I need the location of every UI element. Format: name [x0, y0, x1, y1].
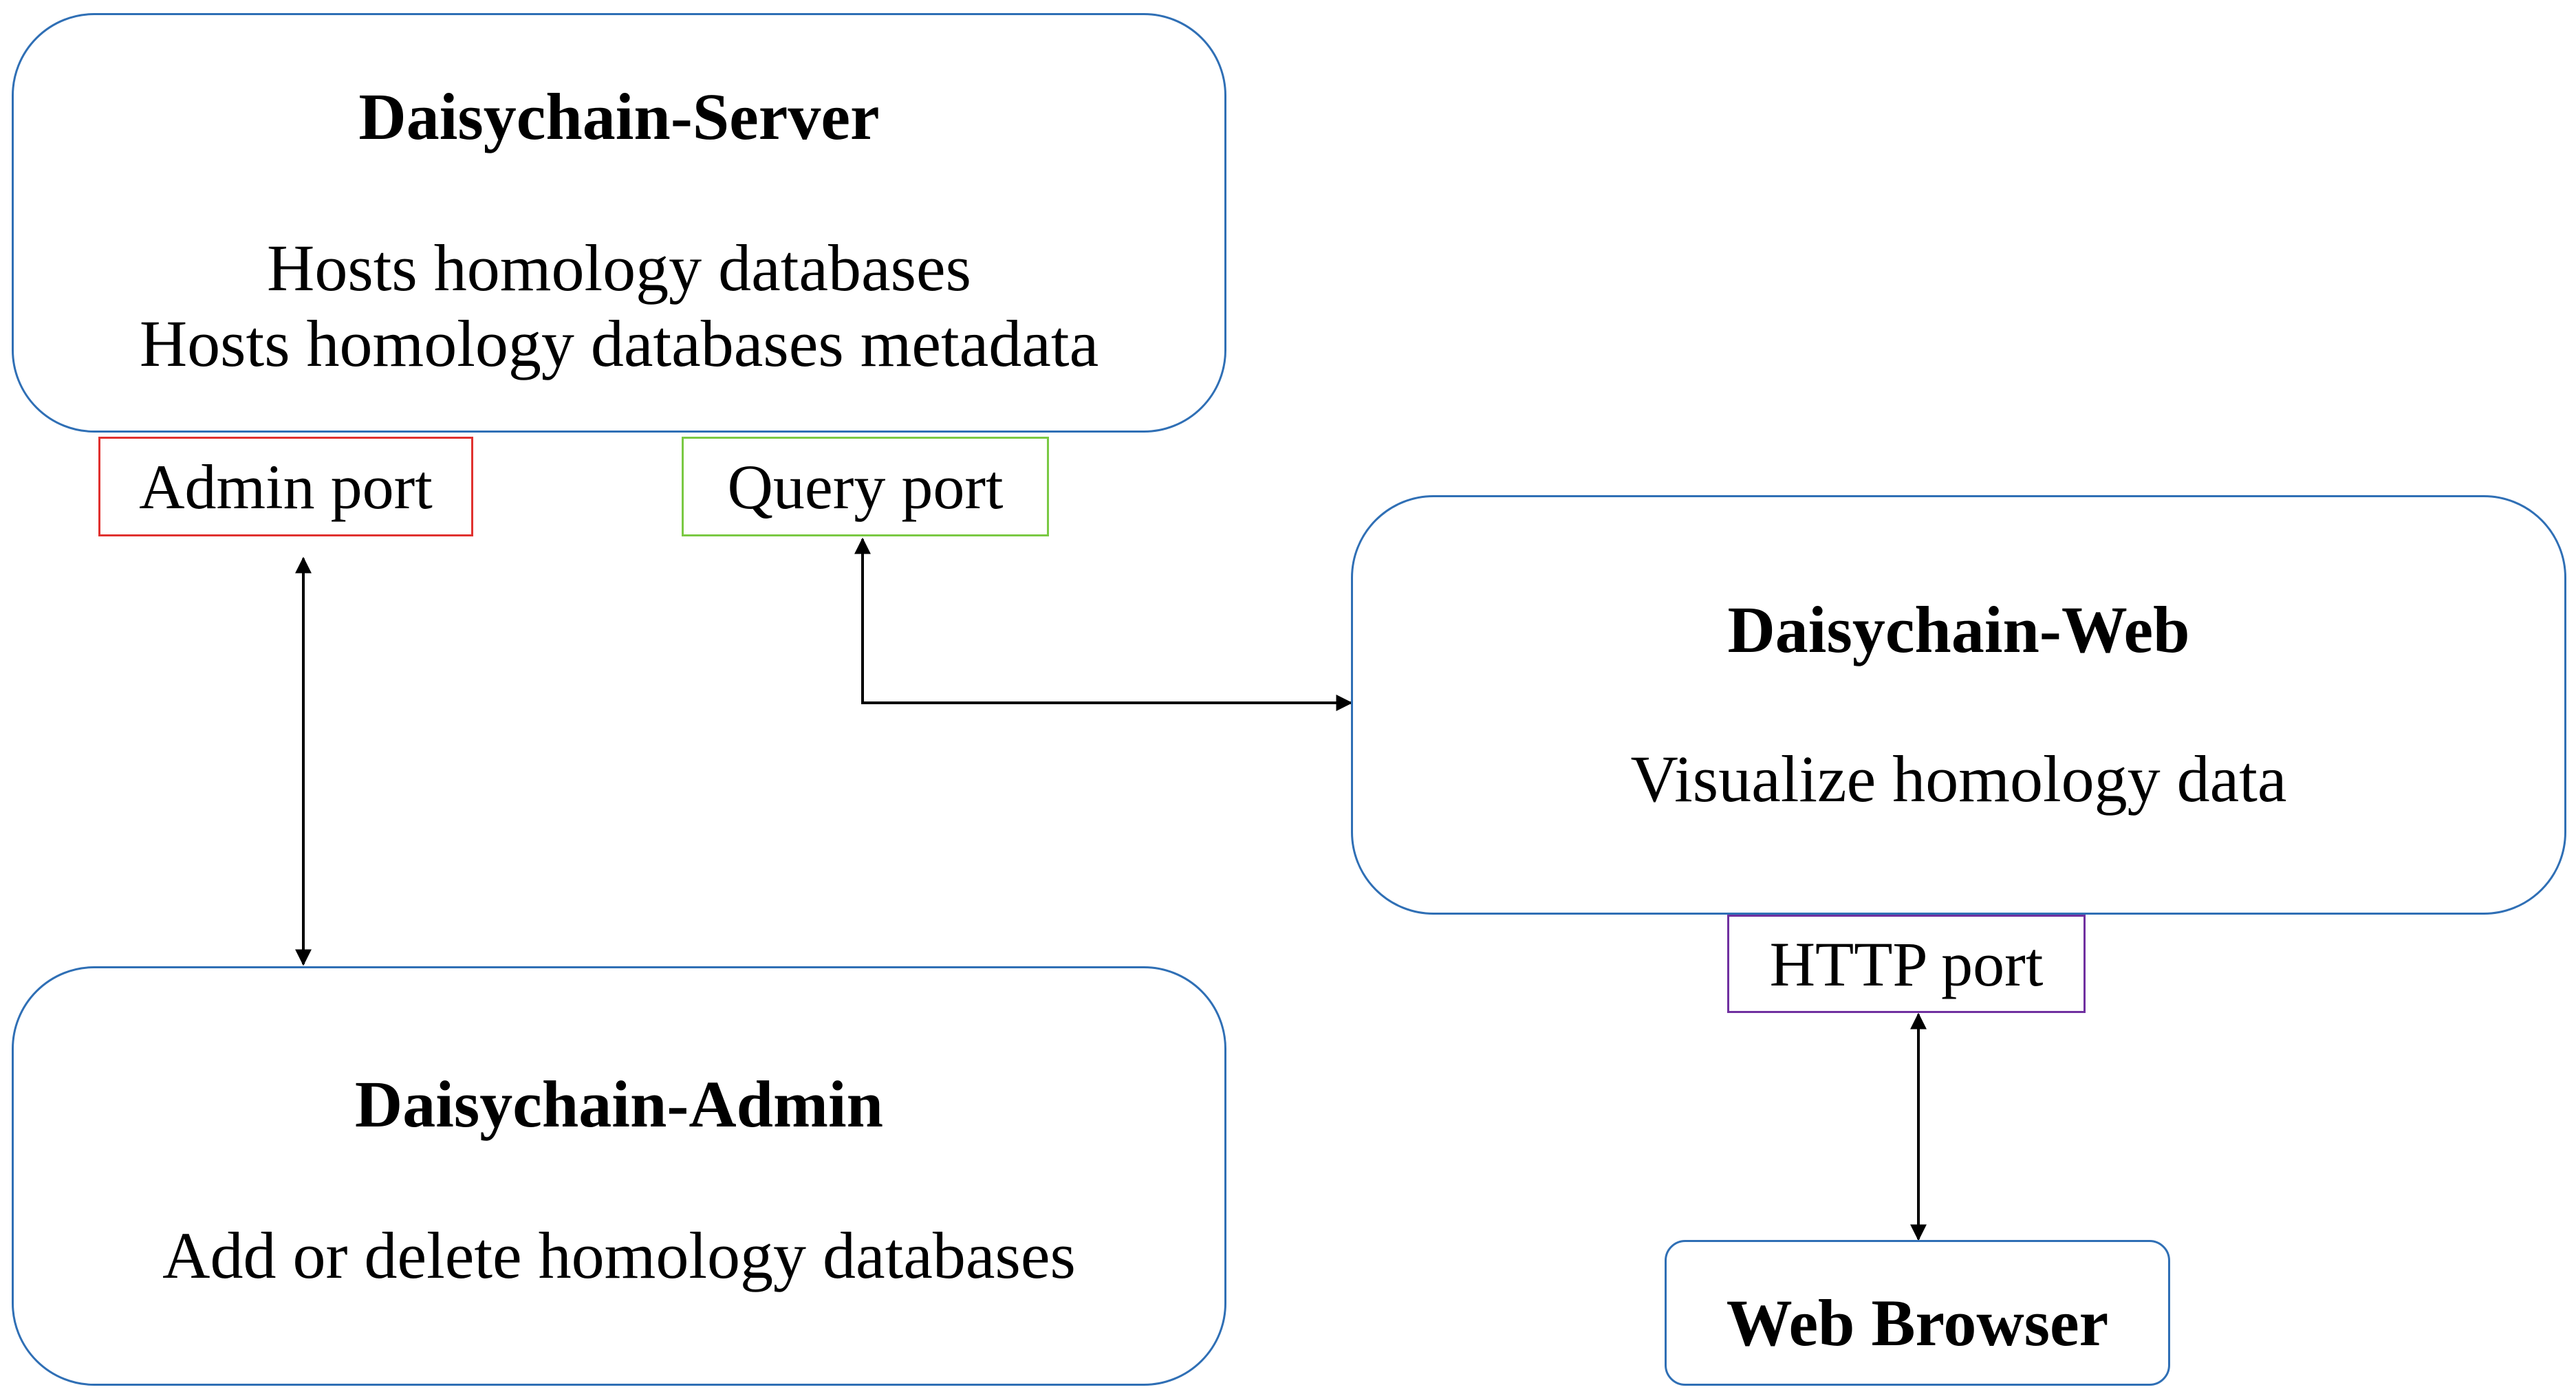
daisychain-web-box: Daisychain-Web Visualize homology data [1351, 495, 2566, 915]
query-web-arrow [854, 537, 1353, 711]
admin-description-line-1: Add or delete homology databases [162, 1219, 1076, 1292]
server-description-line-1: Hosts homology databases [267, 231, 971, 305]
admin-title: Daisychain-Admin [354, 1067, 884, 1141]
web-browser-box: Web Browser [1665, 1240, 2170, 1386]
web-description-line-1: Visualize homology data [1630, 742, 2287, 816]
daisychain-server-box: Daisychain-Server Hosts homology databas… [12, 13, 1226, 433]
http-port-label: HTTP port [1727, 915, 2086, 1013]
web-title: Daisychain-Web [1727, 593, 2190, 666]
query-port-label: Query port [682, 437, 1049, 536]
daisychain-admin-box: Daisychain-Admin Add or delete homology … [12, 966, 1226, 1386]
admin-port-label: Admin port [98, 437, 473, 536]
server-description-line-2: Hosts homology databases metadata [139, 307, 1099, 380]
browser-title: Web Browser [1726, 1286, 2109, 1360]
server-title: Daisychain-Server [358, 80, 880, 153]
